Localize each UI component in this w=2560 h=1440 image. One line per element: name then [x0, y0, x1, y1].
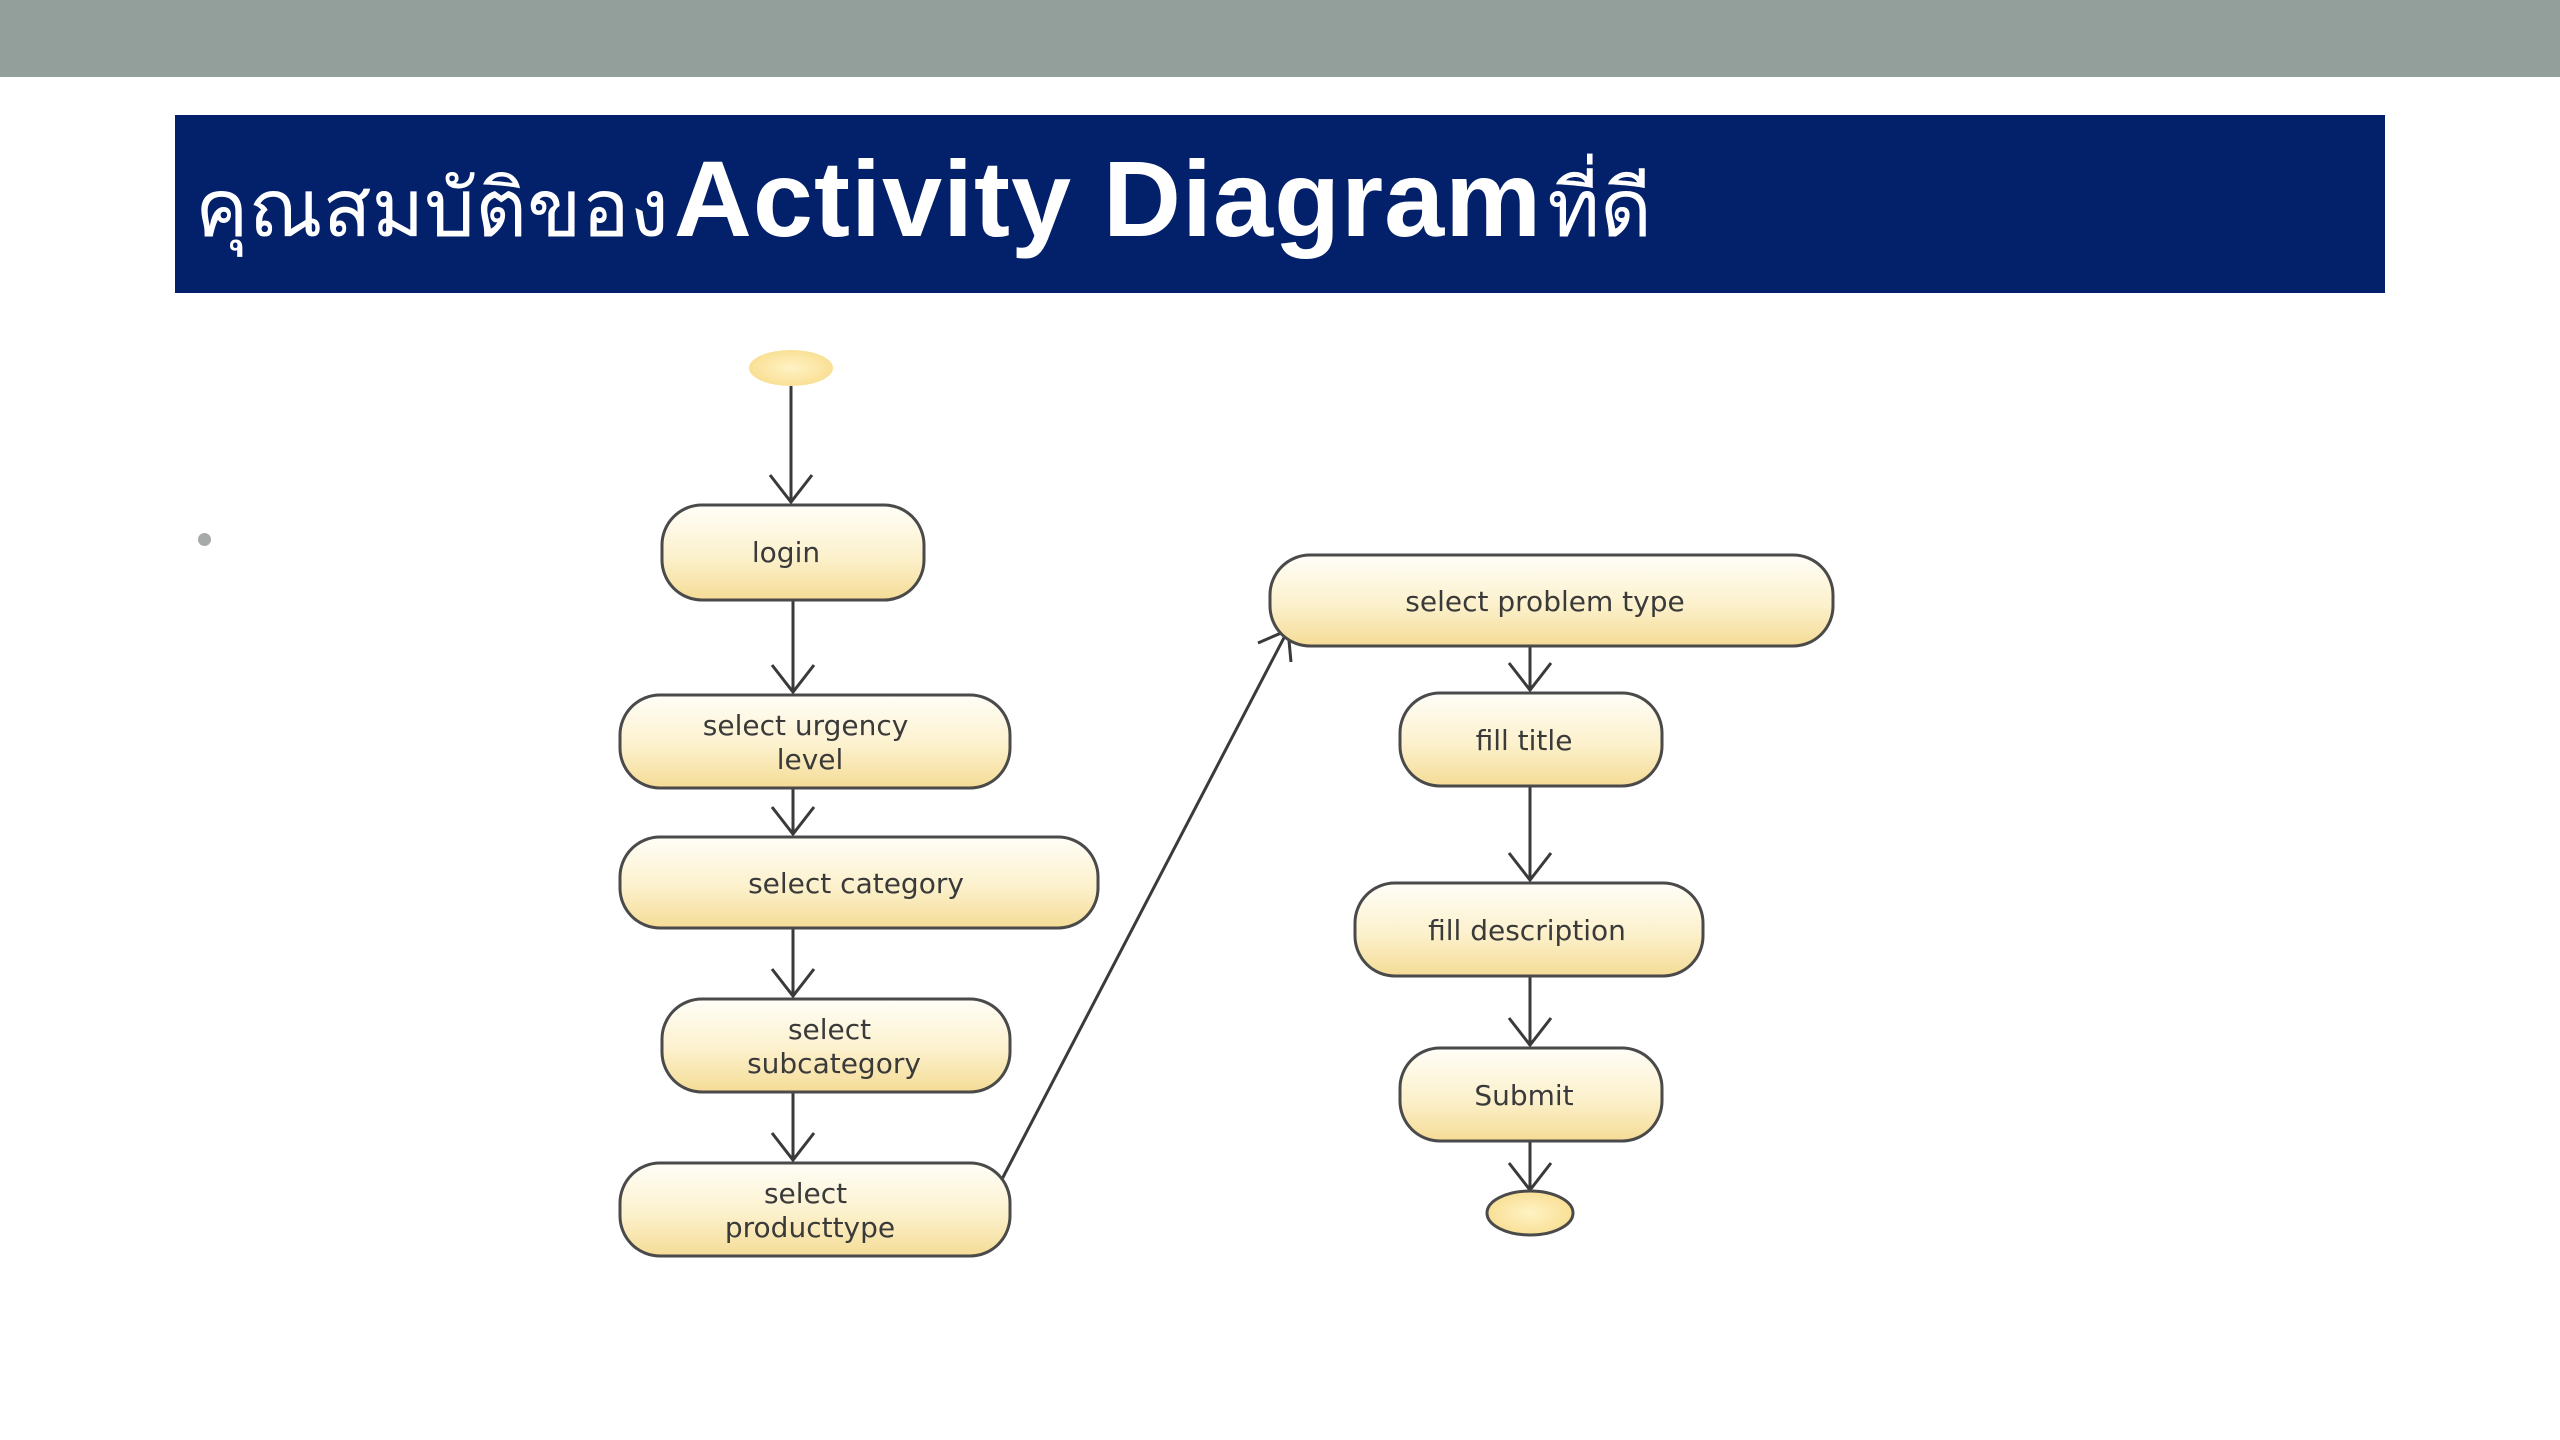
top-bar: [0, 0, 2560, 77]
slide-title: คุณสมบัติของ Activity Diagram ที่ดี: [195, 145, 1652, 253]
node-fill-title: fill title: [1398, 691, 1664, 788]
node-category: select category: [618, 835, 1100, 930]
end-node: [1485, 1189, 1575, 1237]
node-producttype: select producttype: [618, 1161, 1012, 1258]
edge-problemtype-title: [1507, 645, 1553, 693]
bullet-dot: [198, 533, 211, 546]
node-urgency: select urgency level: [618, 693, 1012, 790]
start-node: [749, 350, 833, 386]
title-band: คุณสมบัติของ Activity Diagram ที่ดี: [175, 115, 2385, 293]
edge-category-subcategory: [770, 928, 816, 999]
title-thai-prefix: คุณสมบัติของ: [195, 162, 669, 255]
node-submit-label: Submit: [1474, 1079, 1573, 1112]
node-problemtype-label: select problem type: [1405, 585, 1684, 618]
title-thai-suffix: ที่ดี: [1547, 162, 1652, 255]
node-submit: Submit: [1398, 1046, 1664, 1143]
node-fill-title-label: fill title: [1476, 724, 1573, 757]
node-producttype-label: select producttype: [725, 1177, 895, 1244]
edges: [768, 386, 1553, 1193]
edge-login-urgency: [770, 600, 816, 695]
node-fill-description: fill description: [1353, 881, 1705, 978]
node-subcategory: select subcategory: [660, 997, 1012, 1094]
edge-subcategory-producttype: [770, 1092, 816, 1163]
node-problemtype: select problem type: [1268, 553, 1835, 648]
node-subcategory-label: select subcategory: [747, 1013, 921, 1080]
edge-title-description: [1507, 786, 1553, 883]
edge-submit-end: [1507, 1140, 1553, 1193]
title-latin: Activity Diagram: [673, 138, 1543, 259]
edge-urgency-category: [770, 788, 816, 837]
edge-start-login: [768, 386, 814, 505]
node-login-label: login: [752, 536, 820, 569]
edge-description-submit: [1507, 976, 1553, 1048]
node-fill-description-label: fill description: [1428, 914, 1626, 947]
node-login: login: [660, 503, 926, 602]
node-category-label: select category: [748, 867, 964, 900]
node-urgency-label: select urgency level: [703, 709, 917, 776]
